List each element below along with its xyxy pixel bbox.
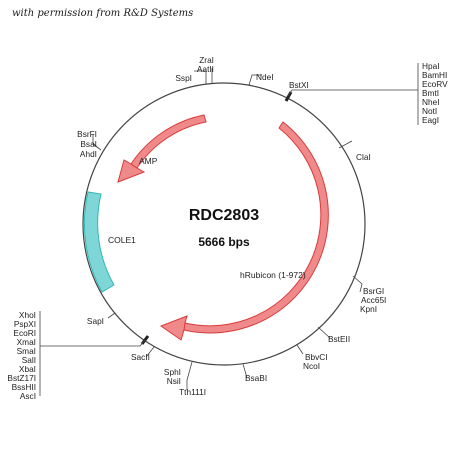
site-bsteii: BstEII — [328, 334, 350, 344]
site-tick-sapi — [107, 312, 116, 319]
mcs-left-list: XhoI PspXI EcoRI XmaI SmaI SalI XbaI Bst… — [7, 310, 36, 401]
site-bsrfi: BsrFI — [77, 129, 97, 139]
site-bbvci: BbvCI — [305, 352, 328, 362]
site-eagi: EagI — [422, 115, 439, 125]
site-ecorv: EcoRV — [422, 79, 448, 89]
site-tth111i: Tth111I — [179, 387, 206, 397]
site-xmai: XmaI — [17, 337, 36, 347]
site-sali: SalI — [22, 355, 36, 365]
site-sacii: SacII — [131, 352, 150, 362]
site-ncoi: NcoI — [303, 361, 320, 371]
site-xhoi: XhoI — [19, 310, 36, 320]
site-aatii: AatII — [197, 64, 214, 74]
site-tick-bsabi — [242, 363, 248, 379]
site-xbai: XbaI — [19, 364, 36, 374]
site-bsabi: BsaBI — [245, 373, 267, 383]
site-bsshii: BssHII — [12, 382, 36, 392]
site-sspi: SspI — [175, 73, 192, 83]
plasmid-name: RDC2803 — [189, 207, 259, 224]
site-ndei: NdeI — [256, 72, 274, 82]
site-kpni: KpnI — [360, 304, 377, 314]
amp-arrow — [117, 114, 207, 183]
site-bmti: BmtI — [422, 88, 439, 98]
site-clai: ClaI — [356, 152, 371, 162]
site-tick-tth111i — [186, 361, 193, 390]
bstxi-marker — [284, 91, 293, 102]
site-tick-bsai — [92, 142, 99, 149]
site-bstxi: BstXI — [289, 80, 309, 90]
site-ecori: EcoRI — [13, 328, 36, 338]
plasmid-size: 5666 bps — [198, 235, 250, 249]
site-ahdi: AhdI — [80, 149, 97, 159]
plasmid-backbone — [82, 82, 366, 366]
site-bstz17i: BstZ17I — [7, 373, 36, 383]
site-sapi: SapI — [87, 316, 104, 326]
site-tick-sspi — [194, 70, 207, 84]
mcs-right-list: HpaI BamHI EcoRV BmtI NheI NotI EagI — [422, 61, 448, 125]
site-zrai: ZraI — [199, 55, 214, 65]
site-bsrgi: BsrGI — [363, 286, 384, 296]
site-tick-bstxi — [287, 89, 418, 97]
site-nsii: NsiI — [167, 376, 181, 386]
site-tick-ahdi — [92, 134, 102, 151]
site-asci: AscI — [20, 391, 36, 401]
site-bsai: BsaI — [80, 139, 97, 149]
cole1-block — [83, 191, 115, 293]
insert-label: hRubicon (1-972) — [240, 270, 306, 280]
site-bamhi: BamHI — [422, 70, 447, 80]
site-smai: SmaI — [17, 346, 36, 356]
site-tick-bsteii — [317, 326, 331, 339]
insert-arrow — [159, 121, 329, 341]
site-tick-clai — [338, 140, 353, 149]
site-sphi: SphI — [164, 367, 181, 377]
amp-label: AMP — [139, 156, 158, 166]
left-mcs-tick — [40, 339, 146, 347]
permission-note: with permission from R&D Systems — [12, 8, 194, 19]
site-hpai: HpaI — [422, 61, 440, 71]
site-tick-ndei — [248, 74, 262, 86]
site-tick-bsrgi — [352, 275, 363, 293]
site-tick-sacii — [145, 346, 155, 358]
site-tick-bbvci — [296, 344, 304, 355]
site-noti: NotI — [422, 106, 437, 116]
site-nhei: NheI — [422, 97, 440, 107]
cole1-label: COLE1 — [108, 235, 136, 245]
site-pspxi: PspXI — [14, 319, 36, 329]
site-acc65i: Acc65I — [361, 295, 386, 305]
